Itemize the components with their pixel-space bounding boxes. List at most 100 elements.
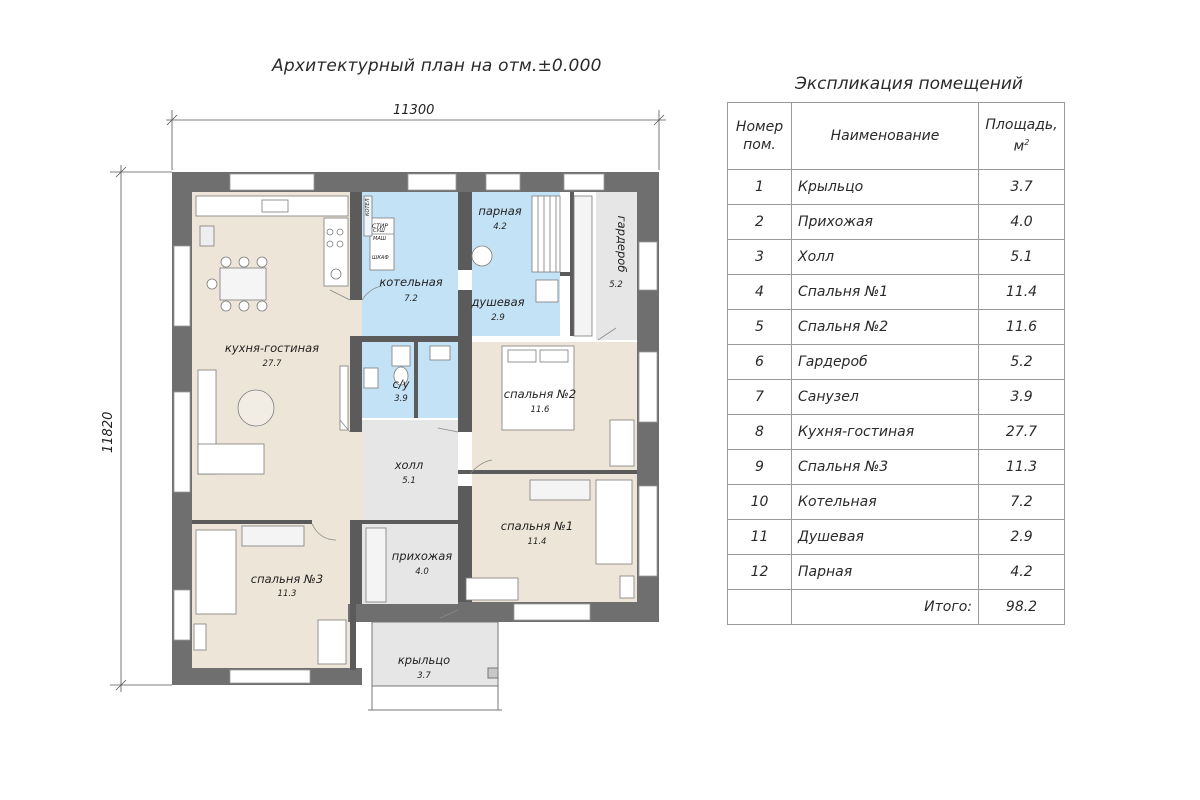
- header-number: Номер пом.: [727, 102, 792, 170]
- room-bed3-area: 11.3: [278, 589, 297, 599]
- windows: [173, 173, 658, 684]
- boiler-side-label: КОТЕЛ: [365, 198, 371, 216]
- room-hall-name: холл: [394, 458, 424, 472]
- row-number: 10: [727, 484, 792, 520]
- row-area: 11.4: [978, 274, 1065, 310]
- room-wardrobe-name: гардероб: [615, 216, 629, 273]
- doors: [311, 285, 617, 619]
- total-row: Итого: 98.2: [727, 589, 1065, 625]
- table-row: 10 Котельная 7.2: [727, 484, 1065, 520]
- row-area: 3.7: [978, 169, 1065, 205]
- boiler-label-dry: СУШ: [373, 228, 386, 234]
- table-row: 3 Холл 5.1: [727, 239, 1065, 275]
- row-name: Котельная: [791, 484, 979, 520]
- boiler-label-wash: СТИР: [372, 223, 388, 230]
- sauna-furniture: [471, 195, 593, 337]
- room-bed2-name: спальня №2: [504, 387, 576, 401]
- room-kitchen-area: 27.7: [263, 359, 283, 369]
- row-area: 5.1: [978, 239, 1065, 275]
- room-porch-area: 3.7: [417, 671, 431, 681]
- row-area: 3.9: [978, 379, 1065, 415]
- explication-header-row: Номер пом. Наименование Площадь, м2: [727, 102, 1065, 170]
- dimension-width-label: 11300: [393, 103, 434, 118]
- room-steam-name: парная: [478, 204, 521, 218]
- room-wc-area: 3.9: [394, 394, 408, 404]
- row-name: Спальня №3: [791, 449, 979, 485]
- table-row: 9 Спальня №3 11.3: [727, 449, 1065, 485]
- row-area: 4.2: [978, 554, 1065, 590]
- total-label: Итого:: [791, 589, 979, 625]
- row-number: 5: [727, 309, 792, 345]
- boiler-label-cabinet: ШКАФ: [372, 255, 389, 261]
- explication-title: Экспликация помещений: [795, 74, 1023, 94]
- row-number: 2: [727, 204, 792, 240]
- row-name: Холл: [791, 239, 979, 275]
- room-boiler-name: котельная: [379, 275, 442, 289]
- total-empty-cell: [727, 589, 792, 625]
- row-name: Санузел: [791, 379, 979, 415]
- room-wardrobe-area: 5.2: [609, 280, 623, 290]
- room-shower-area: 2.9: [491, 313, 505, 323]
- row-area: 5.2: [978, 344, 1065, 380]
- row-number: 11: [727, 519, 792, 555]
- row-number: 1: [727, 169, 792, 205]
- room-bed1-area: 11.4: [528, 537, 547, 547]
- row-name: Спальня №1: [791, 274, 979, 310]
- row-area: 2.9: [978, 519, 1065, 555]
- explication-table: Номер пом. Наименование Площадь, м2 1 Кр…: [727, 102, 1065, 625]
- total-value: 98.2: [978, 589, 1065, 625]
- interior-walls: [192, 192, 637, 670]
- row-number: 8: [727, 414, 792, 450]
- row-name: Кухня-гостиная: [791, 414, 979, 450]
- row-number: 9: [727, 449, 792, 485]
- room-bed3-name: спальня №3: [251, 572, 323, 586]
- table-row: 5 Спальня №2 11.6: [727, 309, 1065, 345]
- row-area: 4.0: [978, 204, 1065, 240]
- room-hall-area: 5.1: [402, 476, 416, 486]
- table-row: 8 Кухня-гостиная 27.7: [727, 414, 1065, 450]
- row-name: Парная: [791, 554, 979, 590]
- kitchen-furniture: [195, 195, 349, 475]
- dimension-width: [166, 110, 666, 170]
- table-row: 11 Душевая 2.9: [727, 519, 1065, 555]
- header-area: Площадь, м2: [978, 102, 1065, 170]
- row-area: 27.7: [978, 414, 1065, 450]
- row-number: 12: [727, 554, 792, 590]
- row-name: Спальня №2: [791, 309, 979, 345]
- room-bed2-area: 11.6: [531, 405, 551, 415]
- room-bed1-name: спальня №1: [501, 519, 573, 533]
- room-boiler-area: 7.2: [404, 294, 418, 304]
- bathroom-fixtures: [363, 345, 451, 389]
- row-number: 3: [727, 239, 792, 275]
- header-name: Наименование: [791, 102, 979, 170]
- table-row: 12 Парная 4.2: [727, 554, 1065, 590]
- room-wc-name: с/у: [392, 377, 409, 391]
- dimension-height-label: 11820: [101, 412, 116, 453]
- row-name: Прихожая: [791, 204, 979, 240]
- row-area: 7.2: [978, 484, 1065, 520]
- room-entry-name: прихожая: [392, 549, 453, 563]
- row-area: 11.3: [978, 449, 1065, 485]
- room-porch-name: крыльцо: [398, 653, 450, 667]
- room-entry-area: 4.0: [415, 567, 429, 577]
- room-kitchen-name: кухня-гостиная: [225, 341, 319, 355]
- row-area: 11.6: [978, 309, 1065, 345]
- table-row: 4 Спальня №1 11.4: [727, 274, 1065, 310]
- table-row: 6 Гардероб 5.2: [727, 344, 1065, 380]
- row-number: 6: [727, 344, 792, 380]
- row-name: Гардероб: [791, 344, 979, 380]
- room-labels: кухня-гостиная 27.7 котельная 7.2 парная…: [225, 204, 629, 681]
- row-name: Крыльцо: [791, 169, 979, 205]
- row-name: Душевая: [791, 519, 979, 555]
- row-number: 7: [727, 379, 792, 415]
- floor-plan: 11300 11820: [101, 103, 666, 711]
- boiler-room-furniture: [363, 195, 395, 271]
- plan-title: Архитектурный план на отм.±0.000: [272, 56, 602, 76]
- dimension-height: [110, 165, 172, 692]
- table-row: 1 Крыльцо 3.7: [727, 169, 1065, 205]
- porch-outline: [368, 621, 502, 711]
- table-row: 7 Санузел 3.9: [727, 379, 1065, 415]
- row-number: 4: [727, 274, 792, 310]
- room-steam-area: 4.2: [493, 222, 507, 232]
- boiler-label-machine: МАШ: [373, 236, 387, 242]
